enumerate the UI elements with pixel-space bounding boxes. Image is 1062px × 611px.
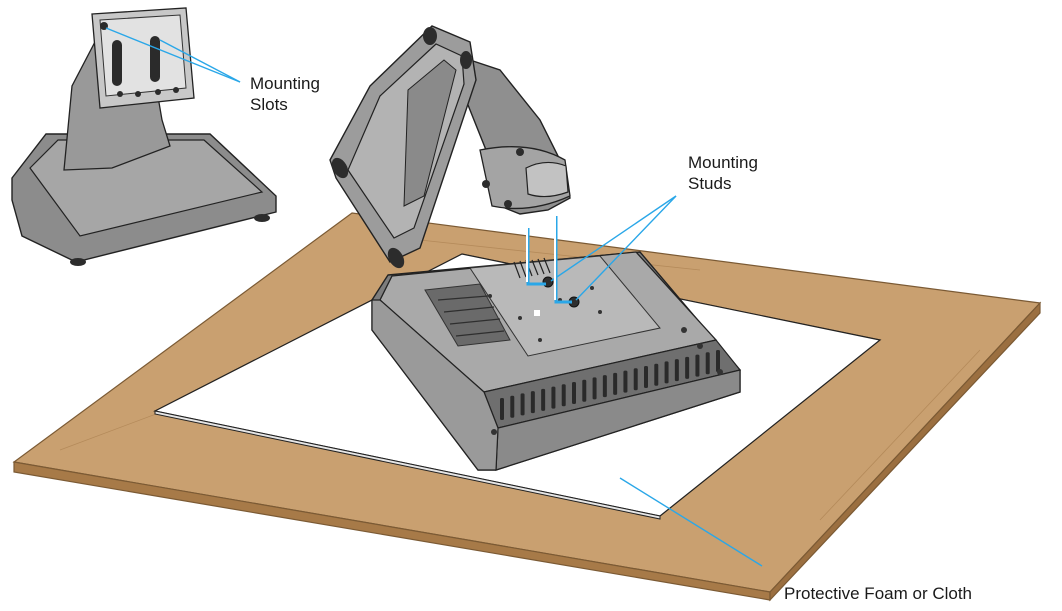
callout-mounting-slots: Mounting Slots [250,73,320,115]
vent-slot [500,398,504,420]
callout-mounting-studs: Mounting Studs [688,152,758,194]
stand-feet [70,214,270,266]
vent-slot [705,352,710,375]
vent-slot [582,379,587,402]
vent-slot [633,368,638,391]
vent-slot [602,375,607,398]
vent-slot [520,393,525,416]
callout-protective-foam: Protective Foam or Cloth [784,584,973,603]
vent-slot [716,350,720,372]
foam-edge [154,410,661,520]
desktop-stand [11,7,277,266]
vent-slot [510,395,515,418]
slots-leader-2 [159,39,241,83]
display-panel [371,251,742,471]
vent-slot [654,363,659,386]
vent-row [500,350,720,420]
arm-fasteners [482,148,524,208]
mounting-slots [100,22,179,97]
vent-slot [551,386,556,409]
table-right-edge [769,301,1041,602]
bay-components [437,295,505,337]
vent-slot [541,388,546,411]
work-surface [12,212,1042,602]
studs-leader-2 [575,195,677,301]
callout-mounting-studs-line2: Studs [688,174,732,193]
guide-highlights [526,216,556,300]
panel-left-side [371,299,499,471]
arm-hinge-cap [525,161,569,198]
vent-slot [530,391,535,414]
callout-mounting-slots-line2: Slots [250,95,288,114]
vent-slot [644,366,648,388]
slots-leader-1 [105,27,241,83]
vent-slot [623,370,628,393]
foam-leader [619,477,763,567]
bracket-feet [331,27,472,269]
vent-slot [561,384,566,407]
bracket-rail [403,59,457,207]
vent-slot [592,377,597,400]
vent-slot [664,361,669,384]
callout-mounting-slots-line1: Mounting [250,74,320,93]
vent-slot [674,359,679,382]
stand-arm-assembly [329,25,571,269]
studs-leader-1 [550,195,677,282]
vent-slot [613,372,618,395]
vent-slot [685,356,690,379]
vent-slot [572,382,576,404]
vent-slot [695,354,700,377]
callout-mounting-studs-line1: Mounting [688,153,758,172]
mounting-label [534,310,540,316]
